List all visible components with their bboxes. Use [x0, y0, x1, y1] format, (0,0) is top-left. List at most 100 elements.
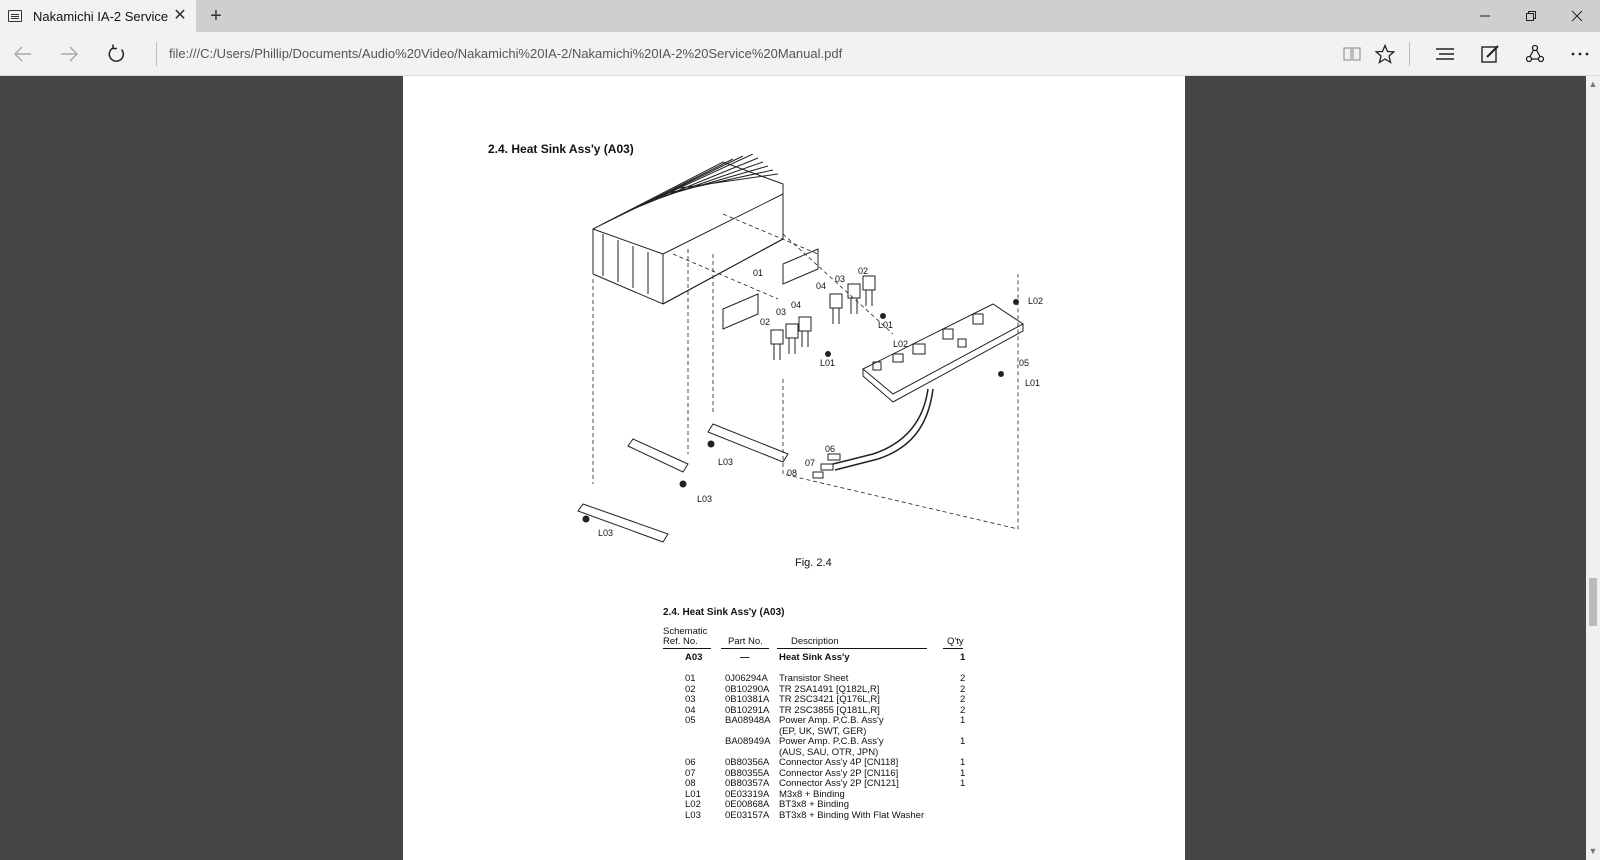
cell-part: 0E00868A [725, 799, 770, 810]
forward-icon [61, 46, 79, 62]
restore-icon [1526, 11, 1536, 21]
label-l03a: L03 [718, 457, 733, 467]
refresh-button[interactable] [102, 40, 132, 68]
new-tab-button[interactable]: + [210, 5, 222, 27]
header-description: Description [791, 636, 839, 647]
table-row: (EP, UK, SWT, GER) [663, 726, 993, 737]
browser-tab[interactable]: Nakamichi IA-2 Service ✕ [0, 0, 196, 32]
more-button[interactable] [1565, 40, 1595, 68]
cell-ref: 08 [685, 778, 696, 789]
label-l02a: L02 [1028, 296, 1043, 306]
close-button[interactable] [1554, 0, 1600, 32]
label-07: 07 [805, 458, 815, 468]
tab-close-icon[interactable]: ✕ [173, 7, 187, 24]
label-04b: 04 [791, 300, 801, 310]
scroll-down-icon[interactable]: ▼ [1588, 846, 1598, 856]
pdf-viewer[interactable]: 2.4. Heat Sink Ass'y (A03) [0, 76, 1600, 860]
cell-desc: Connector Ass'y 4P [CN118] [779, 757, 899, 768]
header-ref-line1: Schematic [663, 626, 708, 637]
hub-button[interactable] [1430, 40, 1460, 68]
cell-ref: L03 [685, 809, 701, 821]
cell-desc: Transistor Sheet [779, 673, 849, 684]
favorite-button[interactable] [1370, 40, 1400, 68]
cell-qty: 1 [960, 757, 966, 768]
label-l03b: L03 [697, 494, 712, 504]
tab-title: Nakamichi IA-2 Service [33, 8, 169, 24]
share-icon [1525, 44, 1545, 63]
hub-icon [1436, 48, 1454, 60]
address-bar[interactable]: file:///C:/Users/Phillip/Documents/Audio… [169, 46, 843, 61]
cell-qty: 2 [960, 704, 966, 716]
cell-qty: 1 [960, 767, 966, 779]
cell-part: BA08949A [725, 736, 771, 747]
web-note-icon [1481, 45, 1499, 63]
restore-button[interactable] [1508, 0, 1554, 32]
cell-desc: BT3x8 + Binding With Flat Washer [779, 809, 925, 821]
cell-part: 0B80356A [725, 757, 770, 768]
label-02b: 02 [760, 317, 770, 327]
cell-desc: TR 2SA1491 [Q182L,R] [779, 683, 880, 695]
pdf-icon [8, 10, 22, 22]
cell-qty: 1 [960, 736, 966, 747]
cell-desc: Heat Sink Ass'y [779, 652, 850, 663]
share-button[interactable] [1520, 40, 1550, 68]
label-02a: 02 [858, 266, 868, 276]
cell-desc: (EP, UK, SWT, GER) [779, 725, 867, 737]
cell-qty: 2 [960, 694, 966, 705]
scroll-thumb[interactable] [1589, 578, 1597, 626]
table-row-main: A03 — Heat Sink Ass'y 1 [663, 652, 993, 663]
label-l02b: L02 [893, 339, 908, 349]
favorite-star-icon [1375, 44, 1395, 64]
back-button[interactable] [8, 40, 38, 68]
label-03a: 03 [835, 274, 845, 284]
forward-button[interactable] [54, 40, 84, 68]
cell-ref: 01 [685, 673, 696, 684]
navigation-bar: file:///C:/Users/Phillip/Documents/Audio… [0, 32, 1600, 76]
toolbar-separator [1409, 42, 1410, 66]
cell-ref: 07 [685, 767, 696, 779]
minimize-button[interactable] [1462, 0, 1508, 32]
cell-desc: BT3x8 + Binding [779, 799, 849, 810]
cell-part: 0E03157A [725, 809, 770, 821]
heat-sink-drawing [592, 154, 784, 305]
title-bar: Nakamichi IA-2 Service ✕ + [0, 0, 1600, 32]
exploded-view-diagram: 01 02 03 04 02 03 04 05 06 07 08 L01 L01… [577, 154, 1043, 543]
cell-qty: 1 [960, 715, 966, 726]
more-icon [1571, 52, 1589, 56]
refresh-icon [108, 44, 124, 62]
pdf-page: 2.4. Heat Sink Ass'y (A03) [403, 76, 1185, 860]
cell-desc: Connector Ass'y 2P [CN116] [779, 767, 899, 779]
label-l03c: L03 [598, 528, 613, 538]
label-03b: 03 [776, 307, 786, 317]
reading-view-button[interactable] [1337, 40, 1367, 68]
cell-desc: (AUS, SAU, OTR, JPN) [779, 746, 879, 758]
cell-desc: Power Amp. P.C.B. Ass'y [779, 736, 884, 747]
vertical-scrollbar[interactable]: ▲ ▼ [1586, 76, 1600, 860]
header-part-no: Part No. [728, 636, 763, 647]
cell-ref: A03 [685, 652, 703, 663]
cell-part: 0E03319A [725, 788, 770, 800]
scroll-up-icon[interactable]: ▲ [1588, 79, 1598, 89]
cell-qty: 1 [960, 652, 966, 663]
table-row: L02 0E00868A BT3x8 + Binding [663, 799, 993, 810]
figure-caption: Fig. 2.4 [795, 557, 832, 569]
label-05: 05 [1019, 358, 1029, 368]
web-note-button[interactable] [1475, 40, 1505, 68]
cell-desc: Power Amp. P.C.B. Ass'y [779, 715, 884, 726]
cell-ref: L02 [685, 799, 701, 810]
parts-list-title: 2.4. Heat Sink Ass'y (A03) [663, 607, 785, 618]
label-l01c: L01 [1025, 378, 1040, 388]
header-underline-desc [777, 648, 927, 649]
back-icon [13, 46, 31, 62]
cell-desc: TR 2SC3421 [Q176L,R] [779, 694, 880, 705]
cell-part: 0B10381A [725, 694, 770, 705]
label-l01b: L01 [820, 358, 835, 368]
cell-ref: 02 [685, 683, 696, 695]
